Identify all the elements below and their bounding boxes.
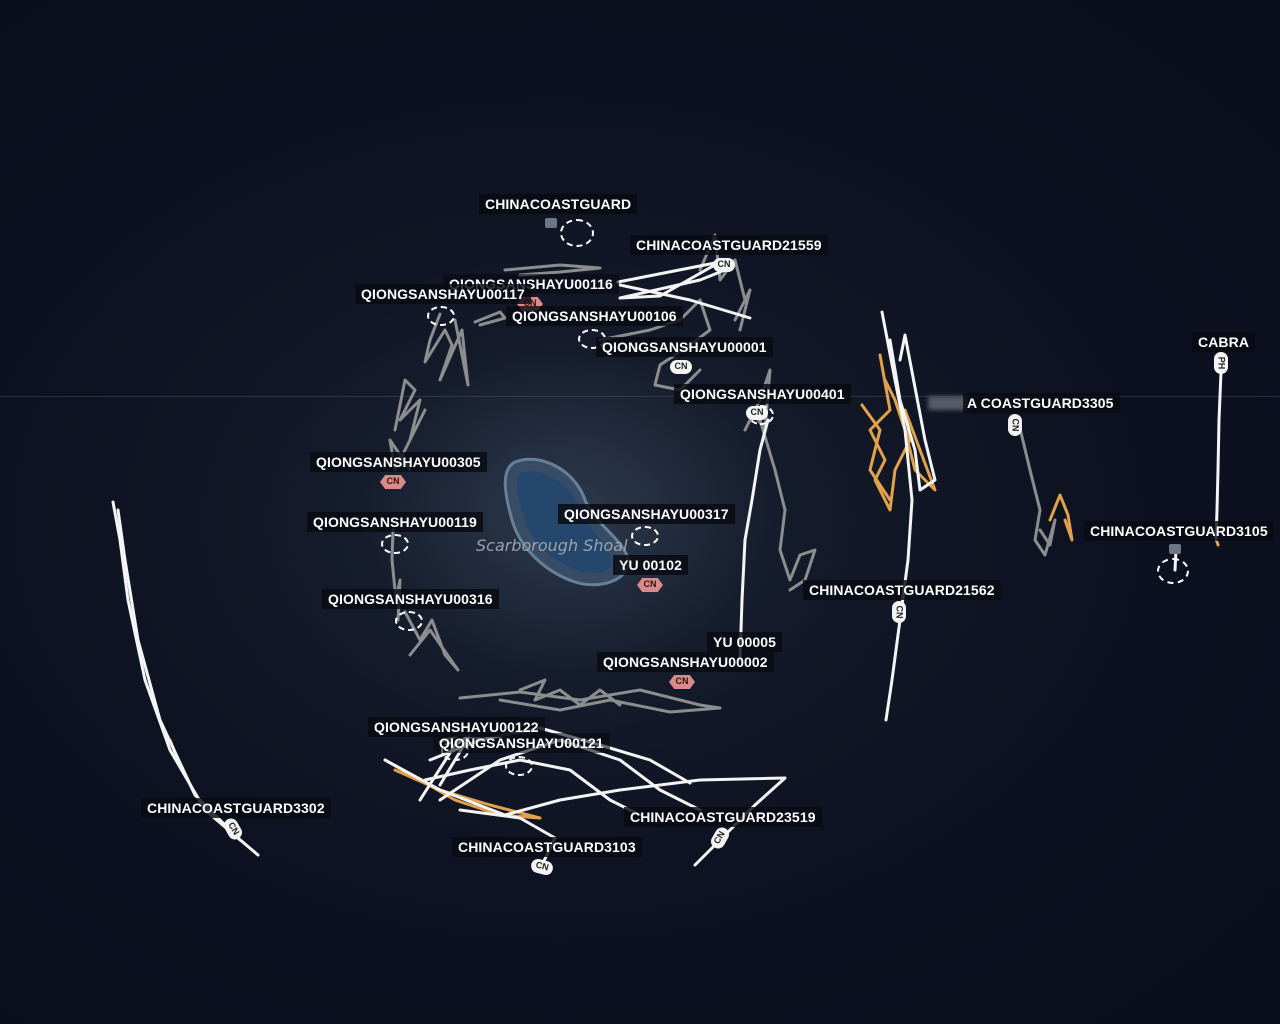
track-sw-cluster4 (423, 758, 642, 817)
vessel-label[interactable]: QIONGSANSHAYU00106 (506, 306, 683, 326)
vessel-label[interactable]: YU 00005 (707, 632, 783, 652)
vessel-marker[interactable] (1157, 558, 1189, 584)
vessel-label[interactable]: CHINACOASTGUARD21559 (630, 235, 828, 255)
flag-badge: CN (669, 675, 695, 689)
vessel-marker[interactable] (381, 534, 409, 554)
vessel-label[interactable]: YU 00102 (613, 555, 689, 575)
track-qiongsanshayu00316 (403, 610, 460, 672)
vessel-label[interactable]: CHINACOASTGUARD (479, 194, 638, 214)
vessel-icon (545, 218, 557, 228)
vessel-marker[interactable] (505, 756, 533, 776)
vessel-label[interactable]: CHINACOASTGUARD3302 (141, 798, 331, 818)
flag-badge: CN (637, 578, 663, 592)
vessel-label[interactable]: QIONGSANSHAYU00316 (322, 589, 499, 609)
flag-badge: CN (746, 406, 768, 420)
vessel-icon (1169, 544, 1181, 554)
vessel-label[interactable]: CHINACOASTGUARD23519 (624, 807, 822, 827)
vessel-label[interactable]: QIONGSANSHAYU00117 (355, 284, 531, 304)
track-orange-east2 (860, 403, 892, 502)
flag-badge: CN (713, 258, 735, 272)
track-cabra (1214, 370, 1223, 542)
flag-badge: CN (892, 601, 906, 623)
vessel-label[interactable]: QIONGSANSHAYU00121 (433, 733, 610, 753)
track-chinacoastguard21559-white2 (618, 283, 752, 320)
shoal-place-label: Scarborough Shoal (476, 536, 628, 555)
vessel-label[interactable]: QIONGSANSHAYU00317 (558, 504, 735, 524)
redacted-text (928, 396, 968, 410)
track-qiongsanshayu00116 (503, 263, 602, 277)
vessel-label[interactable]: QIONGSANSHAYU00401 (674, 384, 851, 404)
vessel-label[interactable]: QIONGSANSHAYU00002 (597, 652, 774, 672)
flag-badge: CN (670, 360, 692, 374)
vessel-marker[interactable] (427, 306, 455, 326)
vessel-label[interactable]: QIONGSANSHAYU00119 (307, 512, 483, 532)
flag-badge: CN (380, 475, 406, 489)
track-yu00005-b (743, 418, 770, 542)
vessel-label[interactable]: A COASTGUARD3305 (963, 393, 1120, 413)
track-qiongsanshayu00002 (458, 688, 722, 714)
track-east-white2 (888, 333, 937, 492)
vessel-label[interactable]: QIONGSANSHAYU00001 (596, 337, 773, 357)
vessel-label[interactable]: CHINACOASTGUARD3103 (452, 837, 642, 857)
track-chinacoastguard3305-gray (1016, 418, 1057, 557)
vessel-label[interactable]: CHINACOASTGUARD3105 (1084, 521, 1274, 541)
vessel-label[interactable]: QIONGSANSHAYU00305 (310, 452, 487, 472)
track-orange-east (868, 353, 937, 512)
track-chinacoastguard3302b (116, 508, 242, 842)
track-chinacoastguard21559-white (616, 260, 732, 300)
track-qiongsanshayu00106 (473, 310, 507, 327)
vessel-marker[interactable] (560, 219, 594, 247)
track-chinacoastguard21562 (758, 418, 817, 592)
track-qiongsanshayu00117 (423, 312, 470, 387)
flag-badge: CN (1008, 414, 1022, 436)
vessel-label[interactable]: QIONGSANSHAYU00122 (368, 717, 545, 737)
vessel-marker[interactable] (631, 526, 659, 546)
vessel-label[interactable]: CHINACOASTGUARD21562 (803, 580, 1001, 600)
vessel-label[interactable]: CABRA (1192, 332, 1256, 352)
flag-badge: PH (1214, 352, 1228, 374)
track-orange-3305 (1048, 493, 1074, 542)
vessel-marker[interactable] (395, 611, 423, 631)
track-qiongsanshayu00002b (518, 678, 622, 707)
